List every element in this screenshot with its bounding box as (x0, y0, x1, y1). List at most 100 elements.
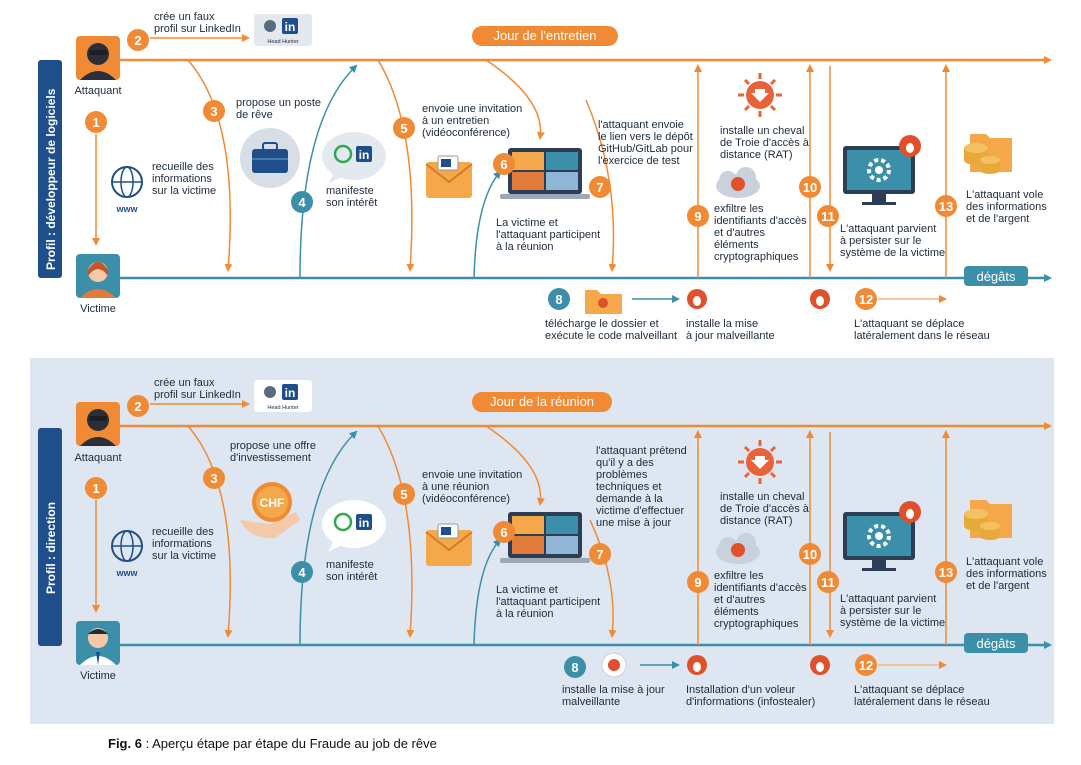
panel-direction: Profil : direction Jour de la réunion At… (38, 377, 1052, 708)
step-3-text: propose un poste de rêve (236, 97, 324, 121)
step-9-badge (687, 205, 709, 227)
whatsapp-linkedin-bubble: in (322, 132, 386, 184)
step-13-badge (935, 195, 957, 217)
step-6-top-arrow (485, 425, 545, 506)
step-4-text: manifeste son intérêt (326, 559, 377, 583)
step-2-badge (127, 395, 149, 417)
laptop-meeting-icon (500, 512, 590, 563)
step-5-text: envoie une invitation à une réunion (vid… (422, 469, 525, 505)
step-3-arrow (187, 59, 233, 272)
step-3-badge (203, 100, 225, 122)
step-6-number: 6 (500, 525, 507, 540)
step-4-badge (291, 561, 313, 583)
bug-icon (687, 289, 707, 309)
svg-text:in: in (285, 386, 296, 400)
day-label: Jour de l'entretien (494, 28, 597, 43)
step-11-number: 11 (821, 575, 835, 590)
folder-bug-icon (585, 290, 622, 314)
step-7-badge (589, 543, 611, 565)
step-12-badge (855, 288, 877, 310)
step-4-number: 4 (298, 565, 306, 580)
profile-label: Profil : direction (44, 502, 58, 594)
linkedin-caption: Head Hunter (267, 405, 298, 411)
step-13-text: L'attaquant vole des informations et de … (966, 189, 1050, 225)
step-8-badge (548, 288, 570, 310)
attacker-label: Attaquant (74, 452, 121, 464)
step-8-number: 8 (555, 292, 562, 307)
step-7-arrow (589, 519, 617, 638)
step-4-arrow (299, 64, 358, 279)
attacker-avatar (76, 36, 120, 80)
step-7-number: 7 (596, 180, 603, 195)
step-1-badge (85, 111, 107, 133)
folder-coins-icon (964, 500, 1012, 540)
step-9-number: 9 (694, 575, 701, 590)
victim-avatar (76, 254, 120, 298)
step-1-text: recueille des informations sur la victim… (152, 161, 217, 197)
step-7-badge (589, 176, 611, 198)
step-3-number: 3 (210, 471, 217, 486)
globe-icon: www (111, 166, 143, 214)
step-5-badge (393, 117, 415, 139)
attacker-label: Attaquant (74, 85, 121, 97)
monitor-gear-icon (843, 135, 921, 205)
profile-label: Profil : développeur de logiciels (44, 88, 58, 270)
damage-label: dégâts (976, 269, 1016, 284)
step-9-badge (687, 571, 709, 593)
step-2-badge (127, 29, 149, 51)
envelope-video-icon (425, 523, 473, 566)
step-13-number: 13 (939, 565, 953, 580)
step-3-arrow (187, 425, 233, 638)
step-9-number: 9 (694, 209, 701, 224)
step-6-bottom-arrow (473, 538, 502, 646)
day-pill (472, 26, 618, 46)
step-11-badge (817, 205, 839, 227)
step-1-number: 1 (92, 115, 99, 130)
linkedin-caption: Head Hunter (267, 39, 298, 45)
svg-text:in: in (359, 516, 370, 530)
step-6-number: 6 (500, 157, 507, 172)
linkedin-icon (356, 514, 372, 530)
step-10-badge (799, 543, 821, 565)
step-1-text: recueille des informations sur la victim… (152, 526, 217, 562)
svg-text:www: www (115, 568, 138, 578)
step-8b-text: Installation d'un voleur d'informations … (686, 684, 815, 708)
step-8-text: installe la mise à jour malveillante (562, 684, 668, 708)
virus-download-icon (738, 73, 782, 117)
figure-caption-text: : Aperçu étape par étape du Fraude au jo… (141, 736, 437, 751)
step-10-number: 10 (803, 180, 817, 195)
globe-icon: www (111, 530, 143, 578)
step-13-badge (935, 561, 957, 583)
step-10-badge (799, 176, 821, 198)
victim-avatar (76, 621, 120, 665)
step-10-number: 10 (803, 547, 817, 562)
step-12-badge (855, 654, 877, 676)
step-10-text: installe un cheval de Troie d'accès à di… (720, 125, 812, 161)
figure-number: Fig. 6 (108, 736, 142, 751)
chf-coin-icon: CHF (240, 482, 300, 539)
damage-pill (964, 266, 1028, 286)
step-8-badge (564, 656, 586, 678)
victim-label: Victime (80, 670, 116, 682)
step-3-text: propose une offre d'investissement (230, 440, 319, 464)
panel-developer: Profil : développeur de logiciels Jour d… (38, 11, 1052, 342)
step-11-text: L'attaquant parvient à persister sur le … (840, 593, 945, 629)
svg-text:in: in (285, 20, 296, 34)
step-8b-text: installe la mise à jour malveillante (686, 318, 775, 342)
step-1-number: 1 (92, 481, 99, 496)
step-4-badge (291, 191, 313, 213)
step-11-number: 11 (821, 209, 835, 224)
linkedin-profile-card: in Head Hunter (254, 380, 312, 412)
step-9-text: exfiltre les identifiants d'accès et d'a… (714, 203, 810, 263)
linkedin-profile-card: in Head Hunter (254, 14, 312, 46)
step-2-text: crée un faux profil sur LinkedIn (154, 11, 241, 35)
virus-download-icon (738, 440, 782, 484)
step-5-text: envoie une invitation à un entretien (vi… (422, 103, 525, 139)
bug-icon (810, 289, 830, 309)
linkedin-icon (356, 146, 372, 162)
step-12-number: 12 (859, 658, 873, 673)
step-5-number: 5 (400, 121, 407, 136)
step-6-bottom-arrow (473, 170, 502, 279)
figure-caption: Fig. 6 : Aperçu étape par étape du Fraud… (108, 736, 437, 751)
step-10-text: installe un cheval de Troie d'accès à di… (720, 491, 812, 527)
